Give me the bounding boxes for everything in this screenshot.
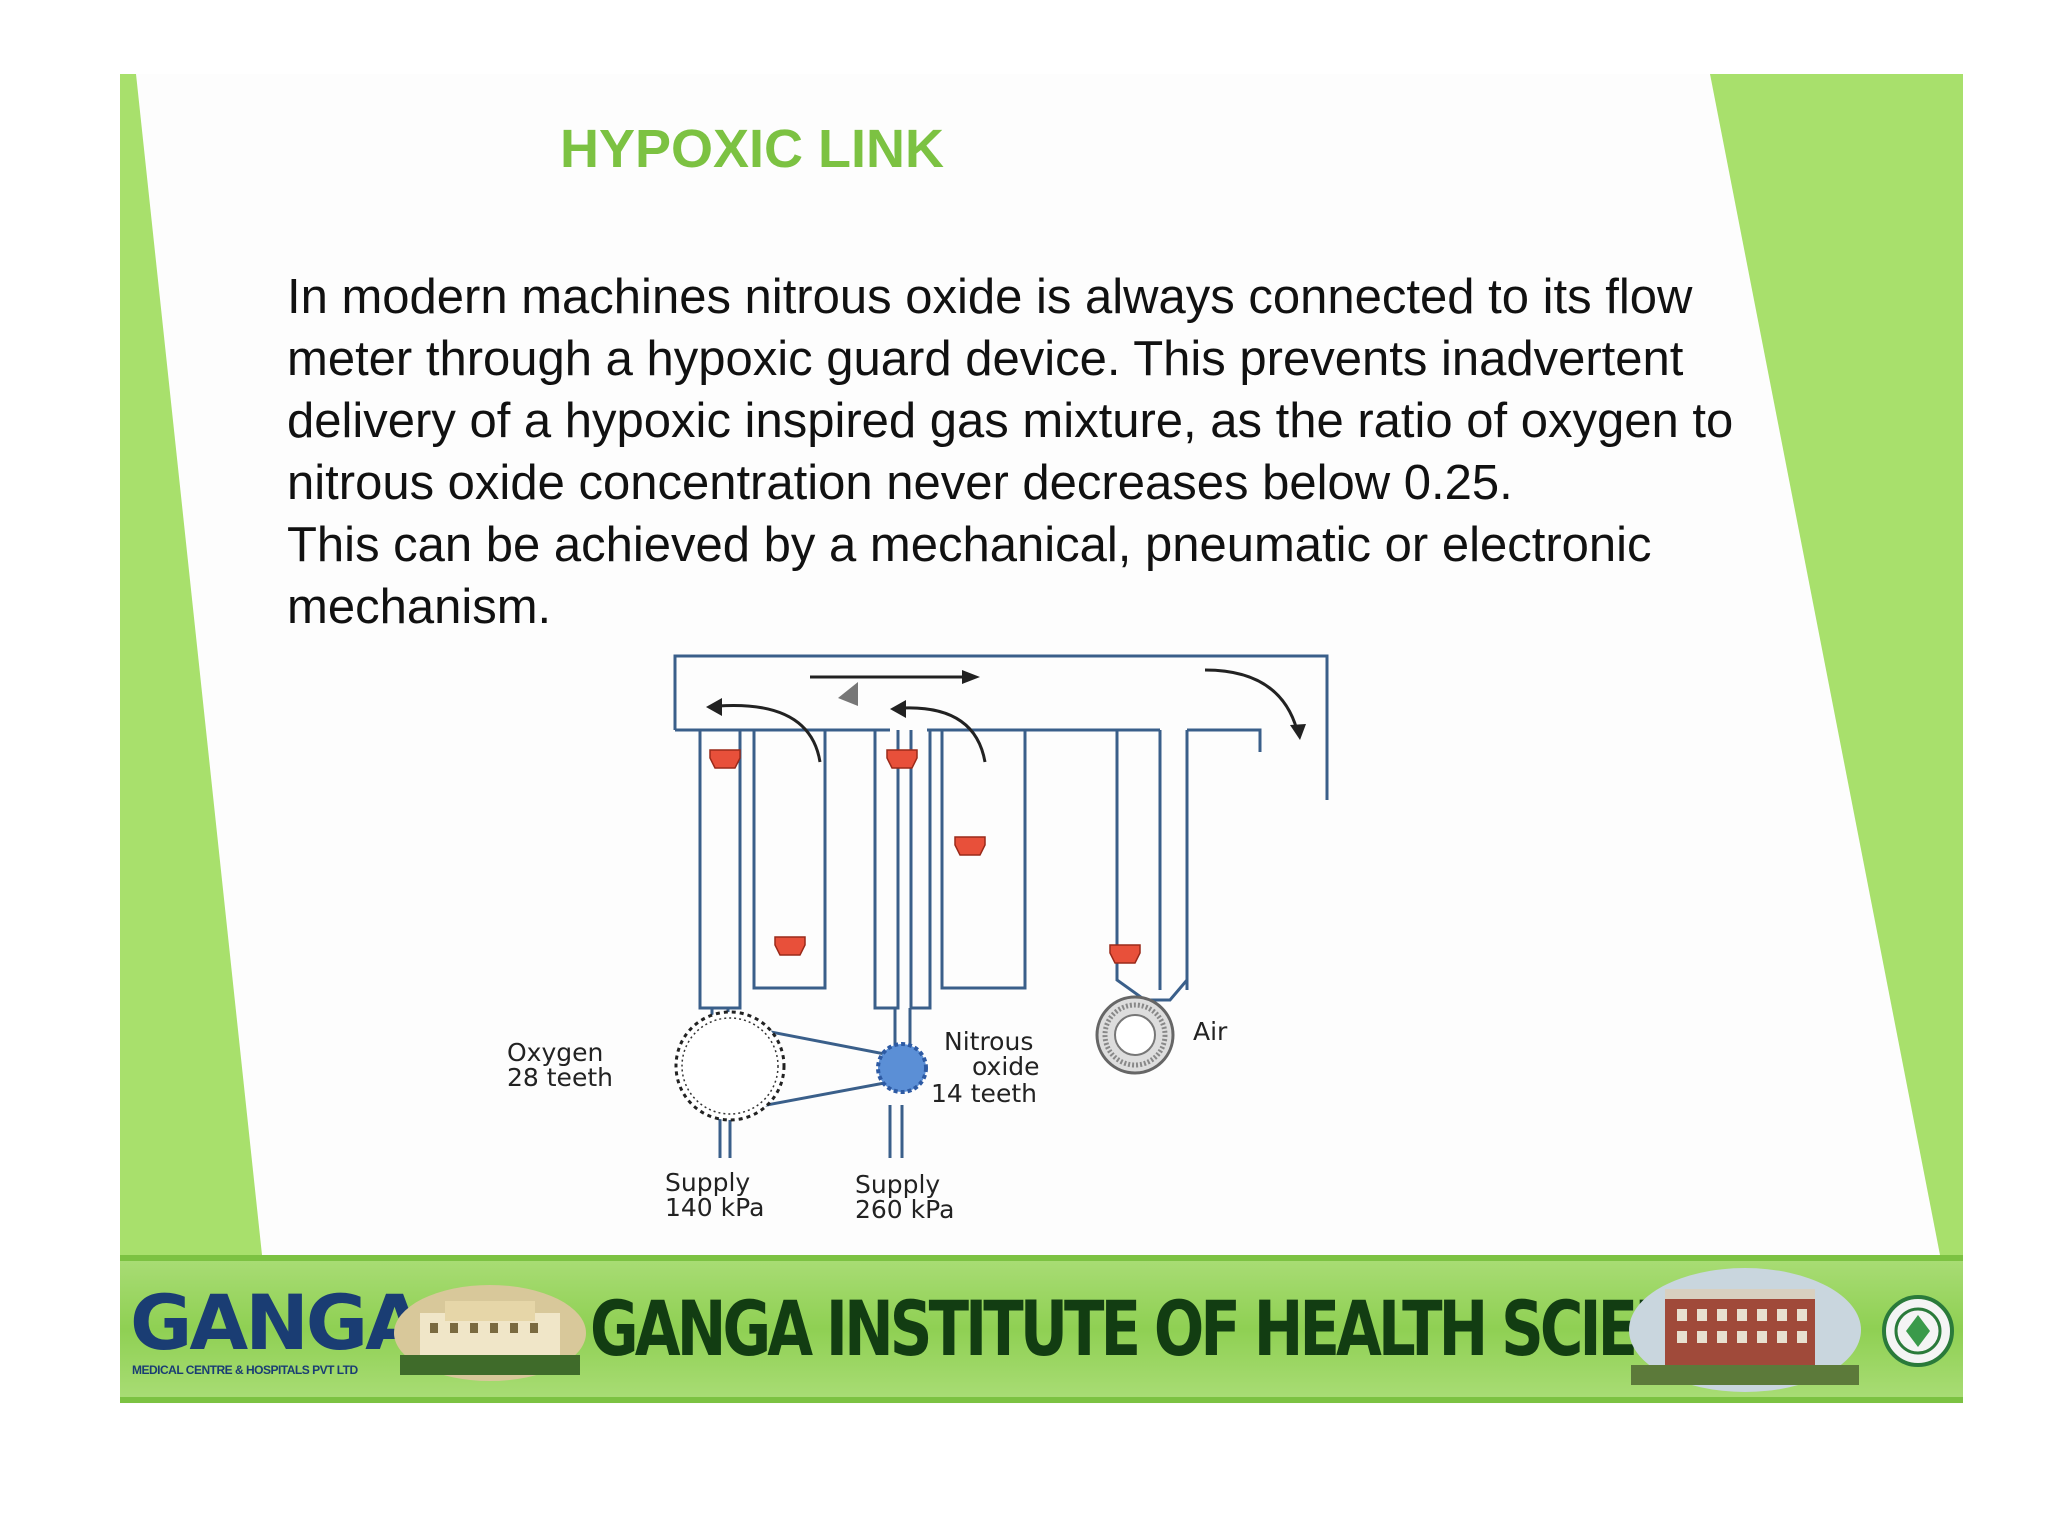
flowmeter-float	[954, 836, 986, 856]
nitrous-tube	[940, 730, 1027, 990]
nitrous-tube	[873, 730, 900, 1010]
hypoxic-link-diagram: Oxygen 28 teeth Nitrous oxide 14 teeth A…	[507, 654, 1329, 1224]
left-green-band	[120, 74, 262, 1255]
campus-building-image	[1629, 1268, 1861, 1392]
nitrous-supply-pressure: 260 kPa	[855, 1195, 954, 1224]
arrow-head	[1290, 724, 1306, 740]
oxygen-supply-label: Supply	[665, 1168, 750, 1197]
oxygen-gear	[674, 1010, 786, 1122]
arrow-head	[962, 670, 980, 684]
oxygen-tube	[752, 730, 827, 990]
footer-banner: GANGA MEDICAL CENTRE & HOSPITALS PVT LTD…	[120, 1255, 1963, 1403]
nitrous-gear	[876, 1042, 928, 1094]
oxygen-teeth-label: 28 teeth	[507, 1063, 613, 1092]
ganga-logo-subtitle: MEDICAL CENTRE & HOSPITALS PVT LTD	[132, 1363, 358, 1377]
oxygen-tube	[698, 730, 742, 1010]
body-paragraph: In modern machines nitrous oxide is alwa…	[287, 270, 1734, 510]
oxygen-label: Oxygen	[507, 1038, 603, 1067]
institute-emblem	[1882, 1295, 1954, 1367]
arrow-head	[706, 698, 722, 716]
flowmeter-float	[709, 749, 741, 769]
nitrous-label: Nitrous	[944, 1027, 1033, 1056]
flowmeter-float	[1109, 944, 1141, 964]
body-paragraph: This can be achieved by a mechanical, pn…	[287, 518, 1652, 634]
flowmeter-float	[886, 749, 918, 769]
nitrous-supply-label: Supply	[855, 1170, 940, 1199]
right-green-band	[1710, 74, 1963, 1255]
oxygen-supply-pressure: 140 kPa	[665, 1193, 764, 1222]
institute-name: GANGA INSTITUTE OF HEALTH SCIENCES	[590, 1284, 1799, 1373]
ganga-logo-word: GANGA	[130, 1278, 424, 1367]
footer-inner: GANGA MEDICAL CENTRE & HOSPITALS PVT LTD…	[120, 1261, 1963, 1397]
nitrous-teeth-label: 14 teeth	[931, 1079, 1037, 1108]
valve-wedge	[838, 682, 858, 706]
arrow-head	[890, 700, 906, 718]
hospital-building-image	[394, 1285, 586, 1381]
manifold-outline	[673, 654, 1329, 800]
slide-body: In modern machines nitrous oxide is alwa…	[287, 266, 1787, 638]
air-label: Air	[1193, 1017, 1228, 1046]
ganga-logo: GANGA MEDICAL CENTRE & HOSPITALS PVT LTD	[130, 1281, 424, 1381]
nitrous-oxide-label: oxide	[972, 1052, 1040, 1081]
slide-title: HYPOXIC LINK	[560, 119, 945, 179]
flowmeter-float	[774, 936, 806, 956]
